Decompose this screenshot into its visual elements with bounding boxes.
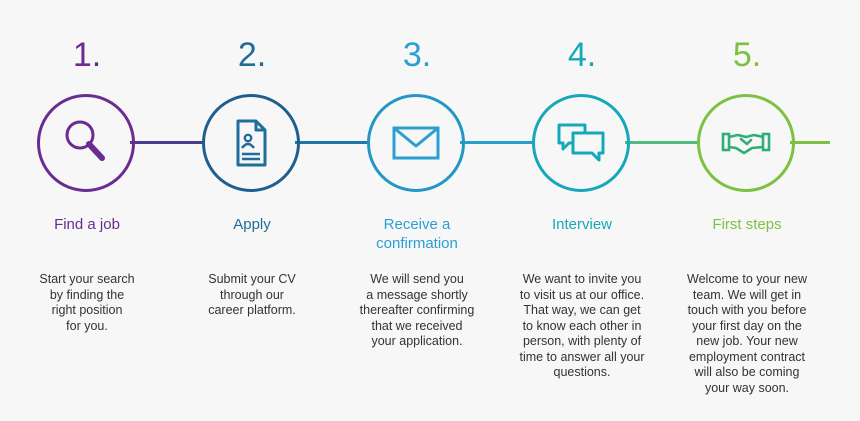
step-3: 3. Receive a confirmation We will send y… xyxy=(332,0,502,421)
step-title: Interview xyxy=(497,215,667,234)
desc-line: that we received xyxy=(371,318,463,333)
desc-line: your application. xyxy=(371,334,463,348)
desc-line: Submit your CV xyxy=(208,272,296,286)
desc-line: We will send you xyxy=(370,272,464,286)
desc-line: a message shortly xyxy=(366,287,468,302)
step-circle xyxy=(532,94,630,192)
desc-line: Welcome to your new xyxy=(687,272,807,286)
desc-line: career platform. xyxy=(208,303,296,317)
title-line: Interview xyxy=(551,216,613,233)
chat-bubbles-icon xyxy=(557,123,605,162)
desc-line: to visit us at our office. xyxy=(519,287,645,302)
desc-line: your first day on the xyxy=(692,318,802,333)
step-number: 2. xyxy=(237,36,267,74)
title-line: confirmation xyxy=(376,235,458,252)
desc-line: employment contract xyxy=(688,349,806,364)
desc-line: time to answer all your xyxy=(519,349,645,364)
desc-line: touch with you before xyxy=(687,303,807,317)
step-circle xyxy=(367,94,465,192)
step-description: Welcome to your new team. We will get in… xyxy=(662,272,832,396)
connector-2 xyxy=(460,141,534,144)
document-icon xyxy=(236,119,267,167)
connector-4 xyxy=(790,141,830,144)
step-1: 1. Find a job Start your search by findi… xyxy=(2,0,172,421)
step-description: We want to invite you to visit us at our… xyxy=(497,272,667,381)
connector-0 xyxy=(130,141,204,144)
step-number: 3. xyxy=(402,36,432,74)
desc-line: That way, we can get xyxy=(523,303,641,317)
connector-3 xyxy=(625,141,699,144)
step-circle xyxy=(37,94,135,192)
step-circle xyxy=(202,94,300,192)
step-title: Receive a confirmation xyxy=(332,215,502,253)
desc-line: for you. xyxy=(66,318,108,333)
desc-line: through our xyxy=(220,287,284,302)
step-number: 4. xyxy=(567,36,597,74)
handshake-icon xyxy=(721,132,771,155)
step-number: 5. xyxy=(732,36,762,74)
desc-line: We want to invite you xyxy=(522,272,642,286)
desc-line: to know each other in xyxy=(522,318,642,333)
connector-1 xyxy=(295,141,369,144)
step-5: 5. First steps Welcome to your new team.… xyxy=(662,0,832,421)
desc-line: team. We will get in xyxy=(692,287,802,302)
step-4: 4. Interview We want to invite you to vi… xyxy=(497,0,667,421)
title-line: Receive a xyxy=(383,216,451,233)
step-description: We will send you a message shortly there… xyxy=(332,272,502,350)
desc-line: will also be coming xyxy=(694,365,800,379)
desc-line: person, with plenty of xyxy=(522,334,642,348)
desc-line: by finding the xyxy=(49,287,125,302)
desc-line: your way soon. xyxy=(704,380,790,395)
step-2: 2. Apply Submit your CV through our care… xyxy=(167,0,337,421)
step-title: Apply xyxy=(167,215,337,234)
step-description: Submit your CV through our career platfo… xyxy=(167,272,337,319)
desc-line: thereafter confirming xyxy=(359,303,475,317)
title-line: First steps xyxy=(712,216,782,233)
step-circle xyxy=(697,94,795,192)
step-number: 1. xyxy=(72,36,102,74)
desc-line: Start your search xyxy=(39,272,135,286)
desc-line: right position xyxy=(51,303,123,317)
envelope-icon xyxy=(392,126,440,160)
magnifier-icon xyxy=(65,120,105,161)
step-title: Find a job xyxy=(2,215,172,234)
desc-line: questions. xyxy=(553,365,611,379)
title-line: Find a job xyxy=(54,216,120,233)
step-title: First steps xyxy=(662,215,832,234)
title-line: Apply xyxy=(233,216,271,233)
step-description: Start your search by finding the right p… xyxy=(2,272,172,334)
desc-line: new job. Your new xyxy=(696,334,798,348)
